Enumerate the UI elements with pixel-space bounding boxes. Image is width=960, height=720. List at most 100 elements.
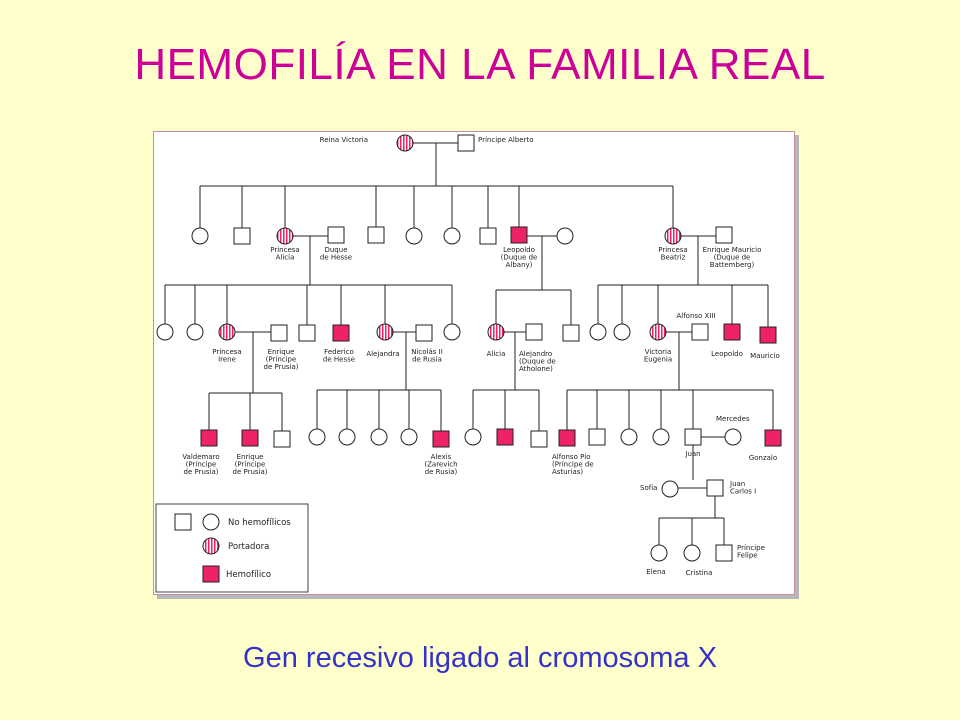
female-symbol bbox=[724, 428, 742, 446]
female-symbol bbox=[338, 428, 356, 446]
female-symbol bbox=[156, 323, 174, 341]
person-g2-hijo-2 bbox=[367, 226, 385, 244]
male-symbol bbox=[233, 227, 251, 245]
female-symbol bbox=[650, 544, 668, 562]
person-label: Alfonso XIII bbox=[676, 312, 715, 320]
male-symbol bbox=[723, 323, 741, 341]
person-label: Elena bbox=[646, 568, 665, 576]
female-symbol bbox=[443, 323, 461, 341]
male-symbol bbox=[715, 544, 733, 562]
female-symbol bbox=[276, 227, 294, 245]
male-symbol bbox=[588, 428, 606, 446]
legend-carrier-symbol bbox=[202, 537, 220, 555]
legend-affected-label: Hemofílico bbox=[226, 570, 271, 580]
person-g2-hijo-3 bbox=[479, 227, 497, 245]
female-symbol bbox=[487, 323, 505, 341]
legend-affected-symbol bbox=[202, 565, 220, 583]
male-symbol bbox=[200, 429, 218, 447]
female-symbol bbox=[308, 428, 326, 446]
slide-subtitle: Gen recesivo ligado al cromosoma X bbox=[243, 642, 717, 674]
male-symbol bbox=[684, 428, 702, 446]
legend-normal-male-symbol bbox=[174, 513, 192, 531]
female-symbol bbox=[405, 227, 423, 245]
person-alejandra: Alejandra bbox=[366, 323, 400, 358]
male-symbol bbox=[558, 429, 576, 447]
person-gonzalo: Gonzalo bbox=[749, 429, 782, 462]
person-g4-espana-hija-2 bbox=[652, 428, 670, 446]
person-g3-hesse-hijo-1 bbox=[298, 324, 316, 342]
male-symbol bbox=[525, 323, 543, 341]
male-symbol bbox=[479, 227, 497, 245]
person-label: Sofía bbox=[640, 484, 657, 492]
female-symbol bbox=[443, 227, 461, 245]
male-symbol bbox=[270, 324, 288, 342]
female-symbol bbox=[218, 323, 236, 341]
person-g4-rusia-hija-2 bbox=[338, 428, 356, 446]
person-label: Juan bbox=[684, 450, 700, 458]
male-symbol bbox=[332, 324, 350, 342]
person-g4-athlone-hija bbox=[464, 428, 482, 446]
person-g4-espana-hija-1 bbox=[620, 428, 638, 446]
legend-unaffected-label: No hemofílicos bbox=[228, 518, 291, 528]
male-symbol bbox=[764, 429, 782, 447]
female-symbol bbox=[589, 323, 607, 341]
person-elena: Elena bbox=[646, 544, 668, 576]
person-label: Mercedes bbox=[716, 415, 750, 423]
male-symbol bbox=[457, 134, 475, 152]
person-label: Cristina bbox=[686, 569, 713, 577]
male-symbol bbox=[298, 324, 316, 342]
male-symbol bbox=[327, 226, 345, 244]
person-label: Reina Victoria bbox=[320, 136, 368, 144]
legend-carrier-label: Portadora bbox=[228, 542, 269, 552]
male-symbol bbox=[415, 324, 433, 342]
female-symbol bbox=[400, 428, 418, 446]
person-g4-athlone-hijo-afectado bbox=[496, 428, 514, 446]
person-g4-rusia-hija-3 bbox=[370, 428, 388, 446]
male-symbol bbox=[510, 226, 528, 244]
male-symbol bbox=[496, 428, 514, 446]
person-g2-hija-2 bbox=[443, 227, 461, 245]
pedigree-lines bbox=[164, 142, 774, 545]
person-mauricio: Mauricio bbox=[750, 326, 780, 360]
legend-normal-female-symbol bbox=[202, 513, 220, 531]
male-symbol bbox=[759, 326, 777, 344]
person-g3-albany-hijo bbox=[562, 324, 580, 342]
person-g2-hija-3 bbox=[405, 227, 423, 245]
female-symbol bbox=[613, 323, 631, 341]
person-mercedes: Mercedes bbox=[716, 415, 750, 446]
person-label: Leopoldo bbox=[711, 350, 743, 358]
female-symbol bbox=[661, 480, 679, 498]
person-label: Príncipe Alberto bbox=[478, 136, 534, 144]
person-label: Mauricio bbox=[750, 352, 780, 360]
female-symbol bbox=[186, 323, 204, 341]
person-g4-rusia-hija-4 bbox=[400, 428, 418, 446]
person-esposa-leopoldo bbox=[556, 227, 574, 245]
female-symbol bbox=[664, 227, 682, 245]
male-symbol bbox=[367, 226, 385, 244]
